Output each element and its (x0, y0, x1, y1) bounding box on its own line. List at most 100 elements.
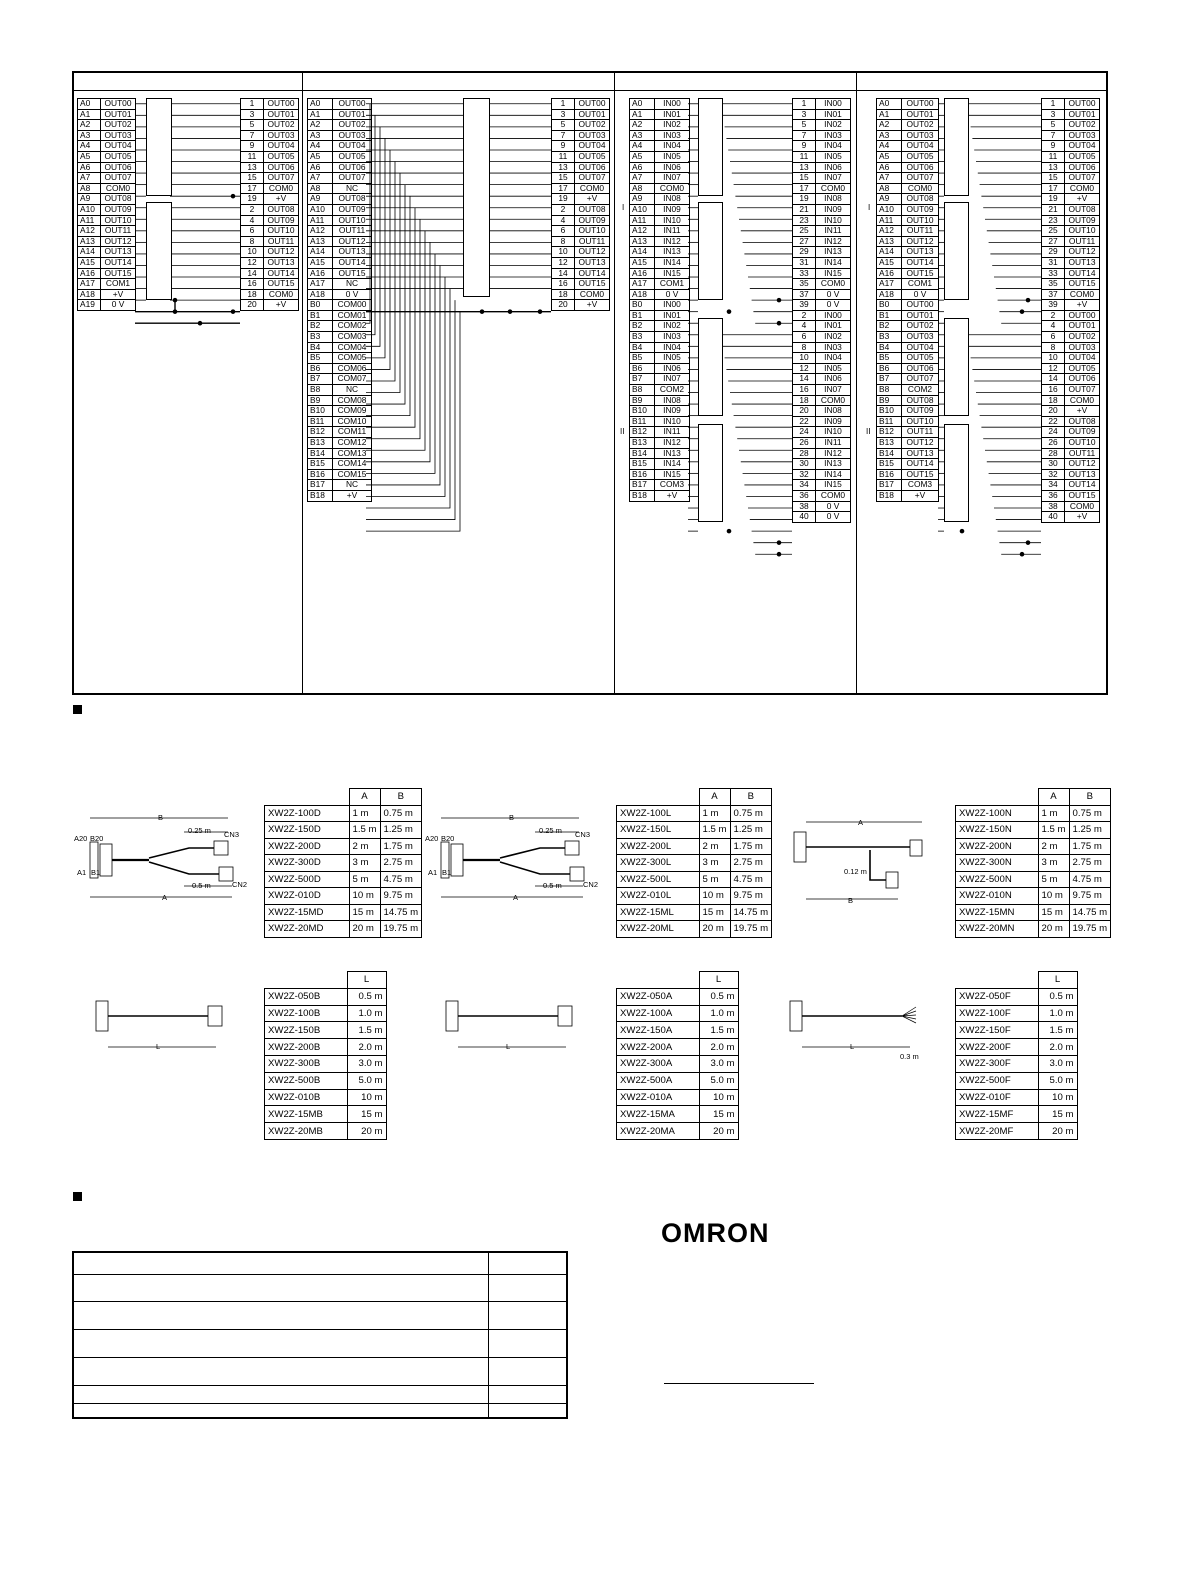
signal-name: IN13 (815, 458, 851, 470)
signal-name: OUT05 (901, 352, 939, 364)
signal-name: IN03 (815, 341, 851, 354)
wiring-header-line (74, 90, 1106, 91)
length-cell: 15 m (698, 1105, 739, 1124)
signal-name: IN01 (654, 309, 690, 322)
signal-name: IN10 (815, 426, 851, 438)
signal-name: OUT10 (901, 415, 939, 428)
junction-dot (776, 320, 782, 326)
connector-shape (450, 843, 464, 877)
signal-name: OUT01 (901, 309, 939, 322)
signal-name: IN05 (815, 362, 851, 375)
signal-name: COM05 (332, 352, 372, 364)
drawing-label: L (156, 1042, 161, 1051)
signal-name: COM15 (332, 468, 372, 481)
signal-name: IN02 (654, 320, 690, 333)
signal-name: OUT15 (332, 267, 372, 280)
signal-name: IN15 (654, 267, 690, 280)
junction-dot (1019, 309, 1025, 314)
signal-name: COM0 (815, 489, 851, 502)
signal-name: IN03 (654, 331, 690, 343)
signal-name: OUT04 (901, 341, 939, 354)
drawing-line (148, 847, 214, 859)
signal-name: OUT12 (574, 246, 610, 258)
signal-name: OUT13 (332, 246, 372, 258)
signal-name: +V (654, 489, 690, 502)
table-row (74, 1329, 566, 1330)
junction-dot (537, 309, 543, 314)
signal-name: IN15 (815, 479, 851, 491)
signal-name: COM01 (332, 309, 372, 322)
signal-name: OUT00 (1064, 309, 1100, 322)
signal-name: OUT10 (1064, 437, 1100, 449)
signal-name: OUT13 (263, 256, 299, 269)
signal-name: OUT13 (1064, 256, 1100, 269)
connector-shape (909, 839, 923, 857)
connector-shape (793, 831, 807, 863)
table-row (74, 1403, 566, 1404)
signal-name: COM13 (332, 447, 372, 460)
signal-name: COM00 (332, 299, 372, 311)
junction-dot (230, 193, 236, 199)
signal-name: OUT05 (1064, 362, 1100, 375)
pin-row: B18+V (876, 489, 939, 502)
connector-block (698, 318, 723, 416)
length-cell: 2.75 m (379, 854, 423, 872)
drawing-line (901, 1015, 917, 1024)
junction-dot (1025, 540, 1031, 545)
drawing-label: B20 (90, 834, 104, 843)
connector-shape (440, 841, 450, 879)
junction-dot (726, 309, 732, 314)
drawing-label: A (513, 893, 519, 902)
connector-block (944, 98, 969, 196)
length-cell: 19.75 m (1068, 920, 1112, 938)
signal-name: IN07 (654, 373, 690, 386)
column-divider (302, 73, 303, 693)
signal-name: OUT09 (1064, 426, 1100, 438)
signal-name: +V (1064, 511, 1100, 523)
signature-line (664, 1383, 814, 1384)
signal-name: IN15 (815, 267, 851, 280)
connector-shape (445, 1000, 459, 1032)
